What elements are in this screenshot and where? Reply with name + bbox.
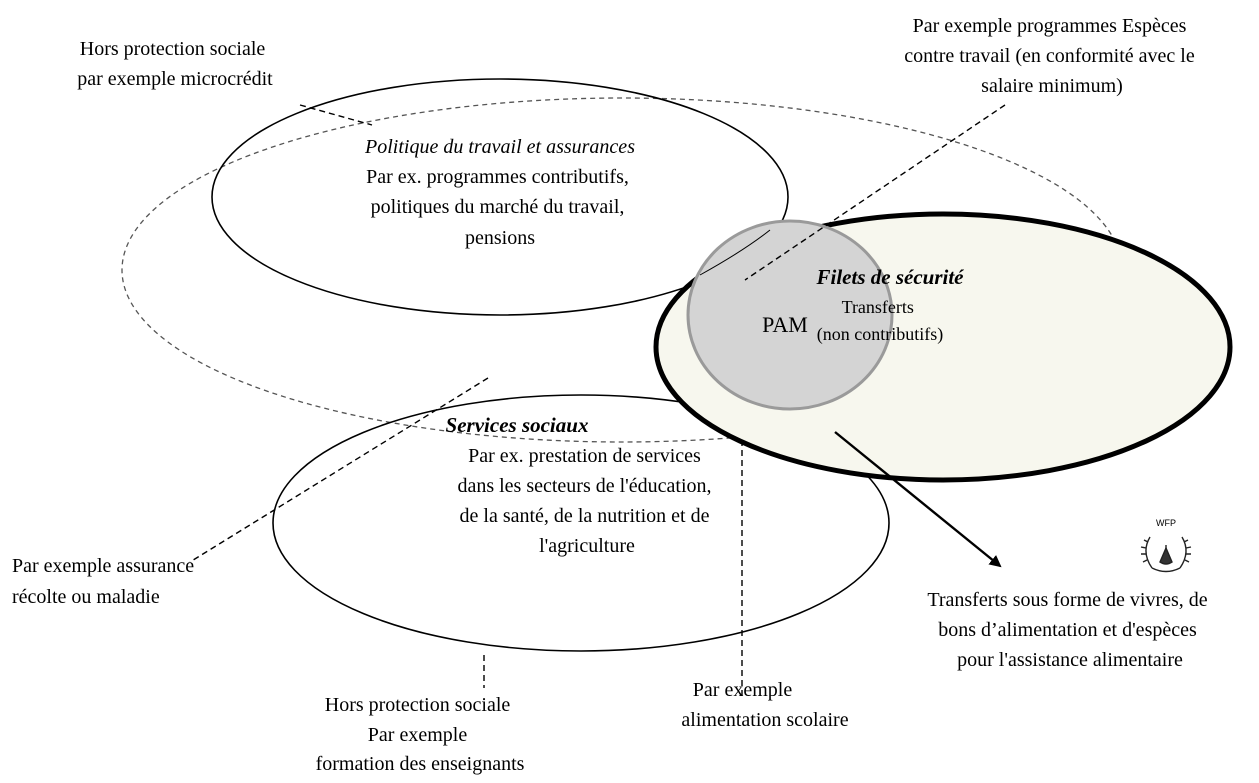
labour-title: Politique du travail et assurances <box>364 136 635 158</box>
social-services-ellipse <box>272 394 890 652</box>
wfp-logo-text: WFP <box>1156 518 1176 528</box>
wheat-emblem-icon <box>1140 536 1192 573</box>
transfers-note: Transferts sous forme de vivres, de bons… <box>927 589 1212 671</box>
labour-ellipse-overlap-arc <box>699 229 771 276</box>
left-note: Par exemple assurance récolte ou maladie <box>12 555 199 608</box>
social-services-title: Services sociaux <box>446 413 589 437</box>
top-right-note: Par exemple programmes Espèces contre tr… <box>904 15 1199 97</box>
school-feeding-note: Par exemple alimentation scolaire <box>681 679 848 731</box>
wfp-label: PAM <box>762 312 808 337</box>
connector-top-right <box>744 104 1006 281</box>
connector-top-left <box>299 104 373 126</box>
safety-nets-description: Transferts (non contributifs) <box>817 297 943 345</box>
safety-nets-title: Filets de sécurité <box>816 265 965 289</box>
labour-description: Par ex. programmes contributifs, politiq… <box>366 166 634 249</box>
transfers-arrow <box>834 431 1002 568</box>
social-services-description: Par ex. prestation de services dans les … <box>457 445 716 557</box>
top-left-note: Hors protection sociale par exemple micr… <box>77 38 273 90</box>
wfp-circle <box>686 219 894 411</box>
connector-left <box>189 377 489 563</box>
wfp-logo: WFP <box>1140 518 1192 573</box>
bottom-center-note: Hors protection sociale Par exemple form… <box>316 694 525 775</box>
labour-insurance-ellipse <box>211 78 789 316</box>
